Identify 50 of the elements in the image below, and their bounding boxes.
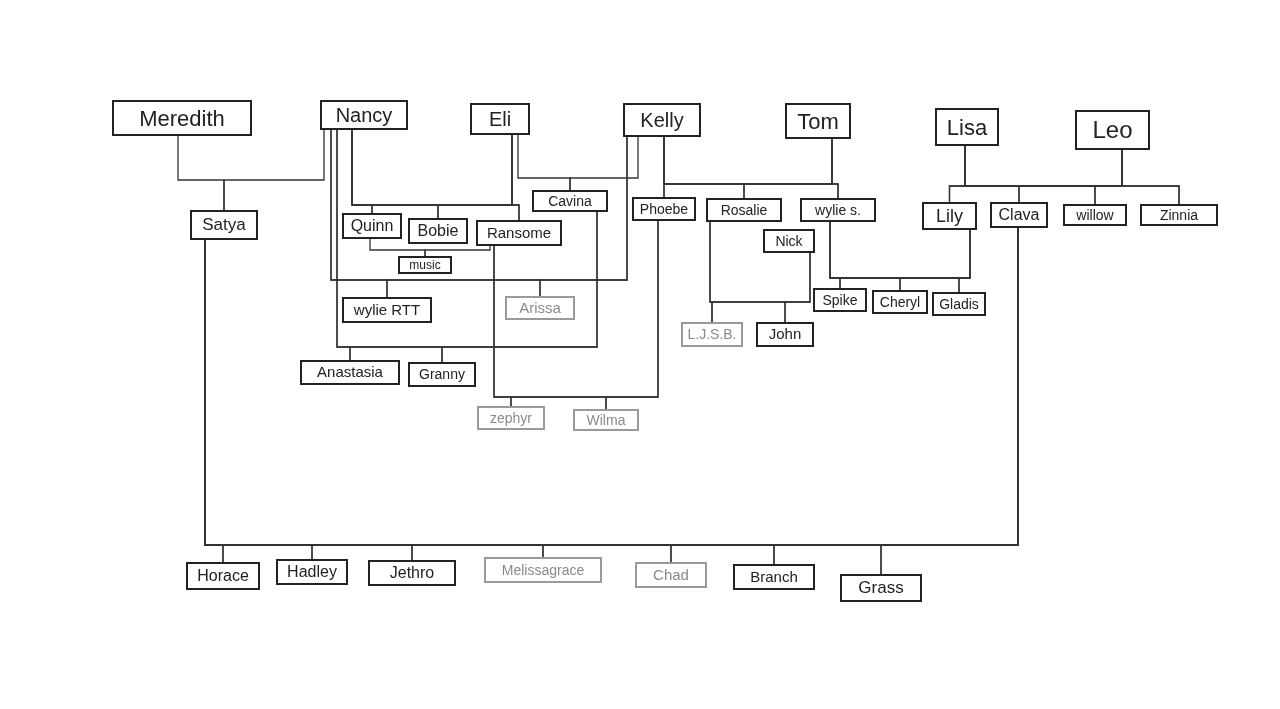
family-line [424, 245, 491, 257]
name-box: Kelly [623, 103, 701, 137]
name-box: Wilma [573, 409, 639, 431]
name-box: Leo [1075, 110, 1150, 150]
name-box: Zinnia [1140, 204, 1218, 226]
name-box: Branch [733, 564, 815, 590]
name-box: Ransome [476, 220, 562, 246]
name-box: music [398, 256, 452, 274]
name-box: Melissagrace [484, 557, 602, 583]
family-line [1121, 149, 1180, 205]
name-box: Chad [635, 562, 707, 588]
name-box: Nick [763, 229, 815, 253]
name-box: Cheryl [872, 290, 928, 314]
name-box: Bobie [408, 218, 468, 244]
name-box: Tom [785, 103, 851, 139]
name-box: Spike [813, 288, 867, 312]
name-box: L.J.S.B. [681, 322, 743, 347]
family-line [511, 134, 520, 221]
name-box: wylie RTT [342, 297, 432, 323]
family-line [958, 229, 971, 293]
name-box: John [756, 322, 814, 347]
name-box: Clava [990, 202, 1048, 228]
name-box: Arissa [505, 296, 575, 320]
family-line [569, 136, 639, 191]
name-box: Lily [922, 202, 977, 230]
name-box: Satya [190, 210, 258, 240]
name-box: zephyr [477, 406, 545, 430]
name-box: Jethro [368, 560, 456, 586]
family-line [605, 220, 659, 410]
name-box: Lisa [935, 108, 999, 146]
name-box: Grass [840, 574, 922, 602]
name-box: Horace [186, 562, 260, 590]
name-box: Eli [470, 103, 530, 135]
name-box: Meredith [112, 100, 252, 136]
name-box: Anastasia [300, 360, 400, 385]
name-box: wylie s. [800, 198, 876, 222]
family-line [784, 252, 811, 323]
name-box: Phoebe [632, 197, 696, 221]
family-line [539, 136, 628, 297]
name-box: Hadley [276, 559, 348, 585]
name-box: Rosalie [706, 198, 782, 222]
family-line [223, 129, 325, 211]
name-box: Quinn [342, 213, 402, 239]
name-box: Cavina [532, 190, 608, 212]
family-line [831, 138, 839, 199]
name-box: Nancy [320, 100, 408, 130]
family-line [441, 211, 598, 363]
name-box: Granny [408, 362, 476, 387]
name-box: willow [1063, 204, 1127, 226]
name-box: Gladis [932, 292, 986, 316]
